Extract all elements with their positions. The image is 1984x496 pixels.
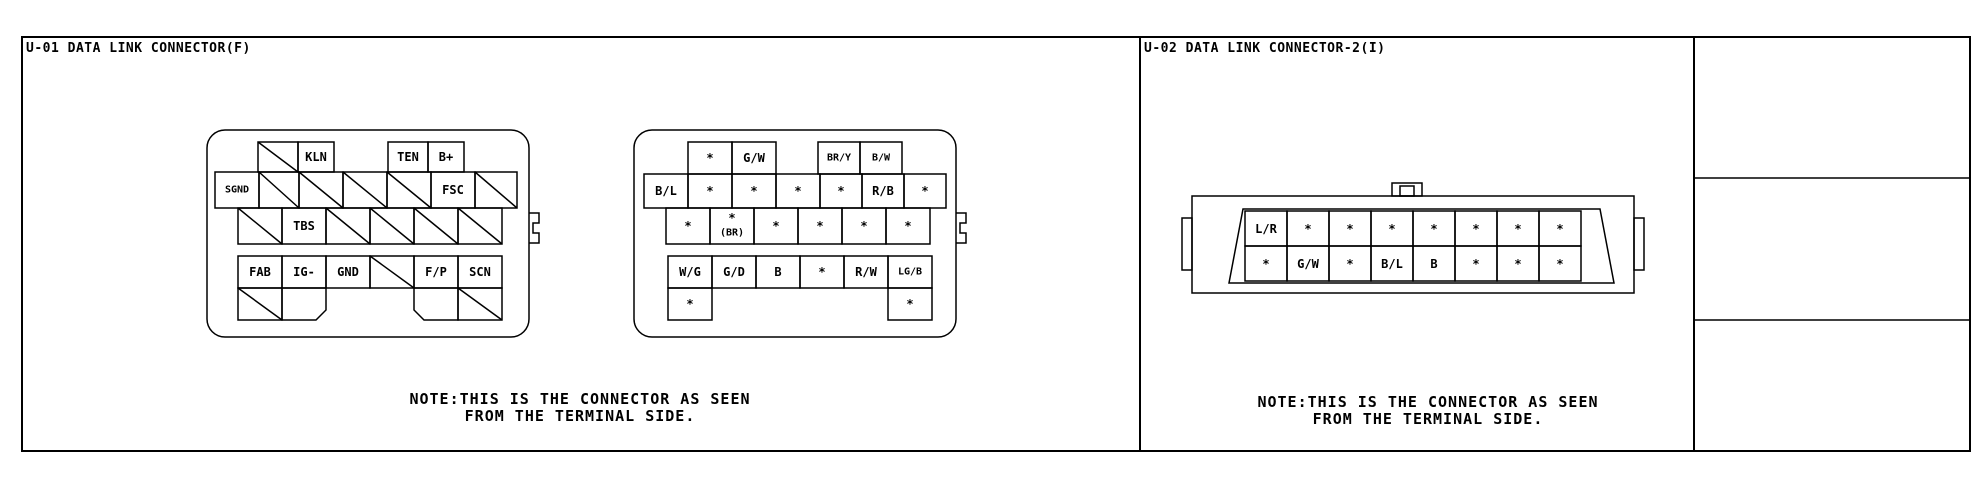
pin-u02-t3: * <box>1388 222 1395 236</box>
pin-fsc: FSC <box>442 183 464 197</box>
pin-b-r4-5: LG/B <box>898 267 922 278</box>
pin-b-r1-0: * <box>706 151 713 165</box>
pin-u02-b6: * <box>1514 257 1521 271</box>
frame <box>21 36 1971 452</box>
pin-u02-t4: * <box>1430 222 1437 236</box>
pin-u02-b1: G/W <box>1297 257 1319 271</box>
panel-title-u02: U-02 DATA LINK CONNECTOR-2(I) <box>1144 41 1385 56</box>
pin-ten: TEN <box>397 150 419 164</box>
pin-tbs: TBS <box>293 219 315 233</box>
connector-u02-labels: L/R * * * * * * * * G/W * B/L B * * * <box>1255 222 1563 271</box>
pin-fp: F/P <box>425 265 447 279</box>
pin-kln: KLN <box>305 150 327 164</box>
pin-bplus: B+ <box>439 150 453 164</box>
pin-b-r3-br: (BR) <box>720 228 744 239</box>
pin-b-r1-1: G/W <box>743 151 765 165</box>
pin-b-r2-6: * <box>921 184 928 198</box>
pin-u02-t1: * <box>1304 222 1311 236</box>
pin-u02-t0: L/R <box>1255 222 1277 236</box>
pin-b-r5-0: * <box>686 297 693 311</box>
pin-scn: SCN <box>469 265 491 279</box>
pin-u02-t5: * <box>1472 222 1479 236</box>
connector-a-labels: KLN TEN B+ SGND FSC TBS FAB IG- GND F/P … <box>225 150 491 279</box>
pin-b-r1-2: BR/Y <box>827 153 851 164</box>
pin-u02-t7: * <box>1556 222 1563 236</box>
pin-b-r2-0: B/L <box>655 184 677 198</box>
pin-b-r3-3: * <box>772 219 779 233</box>
pin-u02-b7: * <box>1556 257 1563 271</box>
pin-u02-b0: * <box>1262 257 1269 271</box>
pin-b-r4-0: W/G <box>679 265 701 279</box>
connector-b-labels: * G/W BR/Y B/W B/L * * * * R/B * * * (BR… <box>655 151 928 311</box>
pin-b-r2-2: * <box>750 184 757 198</box>
pin-b-r2-3: * <box>794 184 801 198</box>
note-u02: NOTE:THIS IS THE CONNECTOR AS SEEN FROM … <box>1257 393 1598 428</box>
panel-title-u01: U-01 DATA LINK CONNECTOR(F) <box>26 41 251 56</box>
pin-b-r4-1: G/D <box>723 265 745 279</box>
pin-b-r4-3: * <box>818 265 825 279</box>
pin-u02-t6: * <box>1514 222 1521 236</box>
connector-a <box>206 129 540 338</box>
pin-sgnd: SGND <box>225 185 249 196</box>
connector-b <box>633 129 967 338</box>
note-u02-line2: FROM THE TERMINAL SIDE. <box>1313 410 1544 428</box>
pin-b-r4-4: R/W <box>855 265 877 279</box>
pin-ig-minus: IG- <box>293 265 315 279</box>
pin-u02-t2: * <box>1346 222 1353 236</box>
note-u01-line2: FROM THE TERMINAL SIDE. <box>465 407 696 425</box>
note-u02-line1: NOTE:THIS IS THE CONNECTOR AS SEEN <box>1257 393 1598 411</box>
connector-u02-cells <box>1244 210 1582 282</box>
pin-b-r5-1: * <box>906 297 913 311</box>
pin-u02-b2: * <box>1346 257 1353 271</box>
pin-b-r3-5: * <box>860 219 867 233</box>
connector-a-cells <box>214 141 518 321</box>
pin-gnd: GND <box>337 265 359 279</box>
pin-u02-b4: B <box>1430 257 1437 271</box>
pin-b-r4-2: B <box>774 265 781 279</box>
pin-u02-b3: B/L <box>1381 257 1403 271</box>
pin-b-r2-1: * <box>706 184 713 198</box>
pin-b-r3-0: * <box>684 219 691 233</box>
pin-b-r2-5: R/B <box>872 184 894 198</box>
note-u01: NOTE:THIS IS THE CONNECTOR AS SEEN FROM … <box>409 390 750 425</box>
pin-b-r3-4: * <box>816 219 823 233</box>
connector-u02 <box>1181 182 1645 294</box>
pin-b-r1-3: B/W <box>872 153 891 164</box>
pin-fab: FAB <box>249 265 271 279</box>
pin-b-r3-6: * <box>904 219 911 233</box>
pin-b-r3-1: * <box>728 211 735 225</box>
note-u01-line1: NOTE:THIS IS THE CONNECTOR AS SEEN <box>409 390 750 408</box>
pin-u02-b5: * <box>1472 257 1479 271</box>
pin-b-r2-4: * <box>837 184 844 198</box>
